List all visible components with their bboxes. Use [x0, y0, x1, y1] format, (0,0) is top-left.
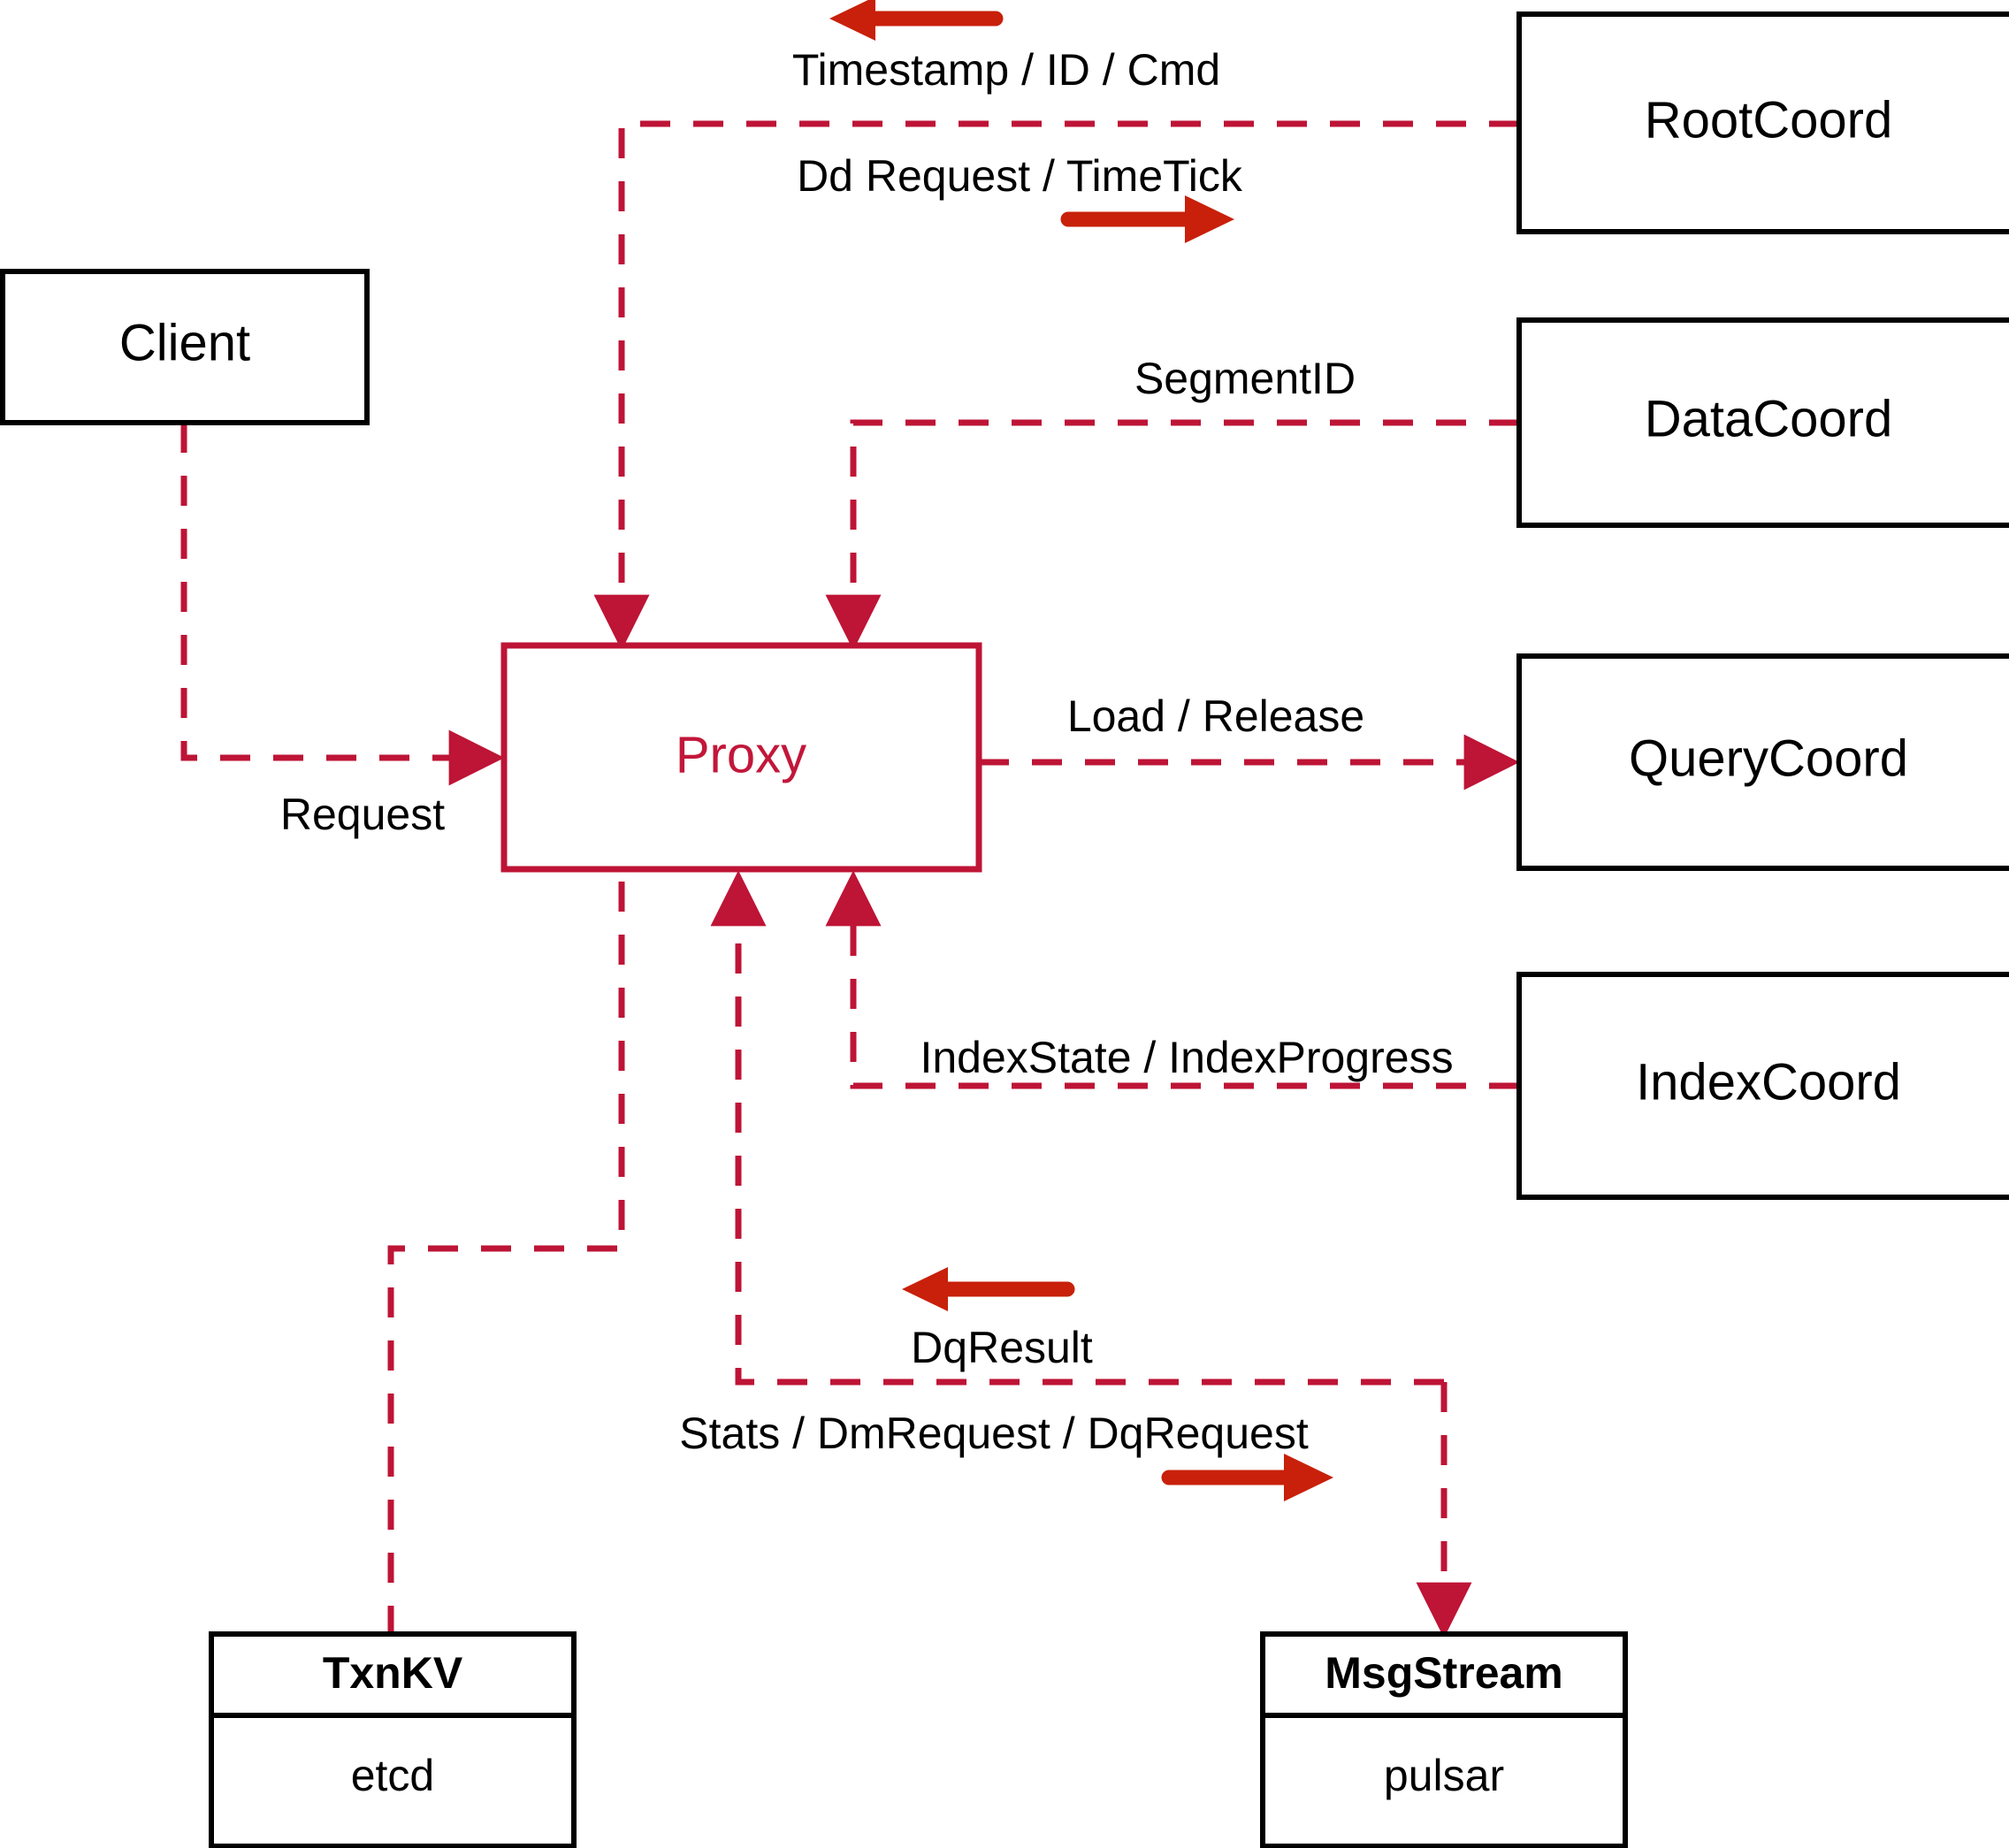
node-msgstream[interactable]: MsgStream pulsar: [1260, 1631, 1628, 1848]
node-proxy[interactable]: Proxy: [500, 642, 982, 873]
direction-arrow-left-timestamp: [829, 0, 1004, 41]
node-txnkv-rect: [209, 1631, 577, 1848]
node-indexcoord-label: IndexCoord: [1636, 1053, 1901, 1111]
edge-path-indexcoord-to-proxy: [825, 870, 1519, 1089]
node-rootcoord-label: RootCoord: [1645, 91, 1892, 149]
edge-label-proxy-to-msgstream: Stats / DmRequest / DqRequest: [679, 1409, 1309, 1458]
node-datacoord-rect: [1516, 317, 2009, 528]
node-querycoord-rect: [1516, 653, 2009, 871]
node-client-label: Client: [119, 314, 250, 371]
edge-label-datacoord-to-proxy: SegmentID: [1134, 354, 1356, 403]
node-indexcoord[interactable]: IndexCoord: [1516, 972, 2009, 1200]
edge-path-rootcoord-to-proxy: [593, 120, 1519, 651]
node-rootcoord-rect: [1516, 11, 2009, 234]
node-proxy-rect: [500, 642, 982, 873]
node-querycoord[interactable]: QueryCoord: [1516, 653, 2009, 871]
edge-label-indexcoord-to-proxy: IndexState / IndexProgress: [920, 1033, 1453, 1082]
node-datacoord[interactable]: DataCoord: [1516, 317, 2009, 528]
edge-label-rootcoord-to-proxy: Timestamp / ID / Cmd: [792, 45, 1220, 95]
node-client[interactable]: Client: [0, 269, 370, 425]
direction-arrow-left-dqresult: [902, 1267, 1075, 1311]
node-querycoord-label: QueryCoord: [1629, 729, 1908, 787]
node-msgstream-label: MsgStream: [1325, 1648, 1563, 1698]
node-proxy-label: Proxy: [676, 726, 806, 783]
edge-label-client-to-proxy: Request: [280, 790, 445, 839]
node-client-rect: [0, 269, 370, 425]
node-txnkv-label: TxnKV: [323, 1648, 463, 1698]
edge-path-proxy-to-txnkv: [387, 882, 625, 1631]
node-datacoord-label: DataCoord: [1645, 390, 1892, 447]
edge-label-msgstream-to-proxy: DqResult: [911, 1323, 1093, 1372]
node-indexcoord-rect: [1516, 972, 2009, 1200]
node-msgstream-sublabel: pulsar: [1384, 1751, 1504, 1800]
edge-path-msgstream-to-proxy: [710, 870, 1444, 1386]
node-txnkv[interactable]: TxnKV etcd: [209, 1631, 577, 1848]
edge-path-client-to-proxy: [180, 423, 505, 786]
node-txnkv-sublabel: etcd: [351, 1751, 435, 1800]
edge-label-proxy-to-rootcoord: Dd Request / TimeTick: [797, 151, 1243, 201]
direction-arrow-right-stats: [1161, 1454, 1333, 1501]
node-msgstream-rect: [1260, 1631, 1628, 1848]
edge-label-proxy-to-querycoord: Load / Release: [1067, 691, 1364, 741]
direction-arrow-right-ddrequest: [1060, 195, 1234, 243]
node-rootcoord[interactable]: RootCoord: [1516, 11, 2009, 234]
edge-path-datacoord-to-proxy: [825, 419, 1519, 651]
